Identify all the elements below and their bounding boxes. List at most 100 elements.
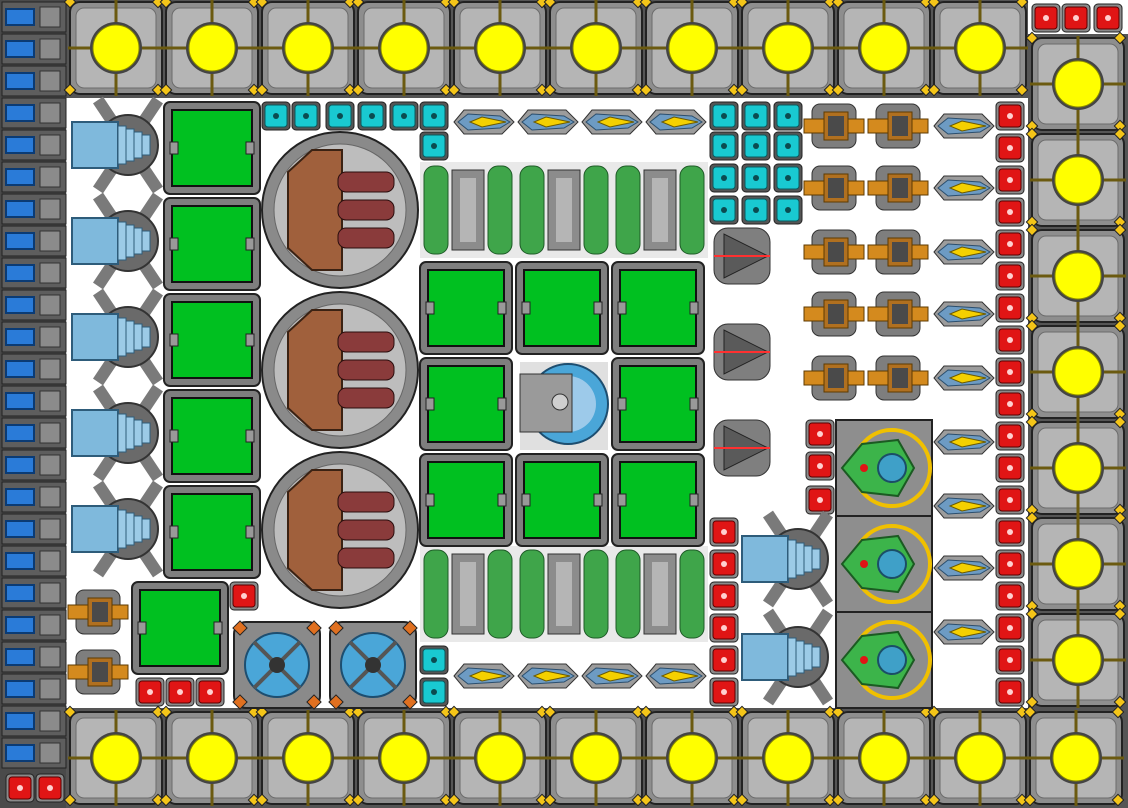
reactor-icon[interactable] xyxy=(159,705,261,807)
armor-icon[interactable] xyxy=(995,165,1025,195)
missile-icon[interactable] xyxy=(581,109,643,135)
gun-icon[interactable] xyxy=(71,480,163,578)
armor-icon[interactable] xyxy=(995,293,1025,323)
laser-icon[interactable] xyxy=(803,291,865,337)
gun-icon[interactable] xyxy=(71,288,163,386)
armor-icon[interactable] xyxy=(805,485,835,515)
armor-icon[interactable] xyxy=(1061,3,1091,33)
shield-icon[interactable] xyxy=(419,131,449,161)
armor-icon[interactable] xyxy=(995,645,1025,675)
armor-icon[interactable] xyxy=(805,451,835,481)
armor-icon[interactable] xyxy=(995,325,1025,355)
armor-icon[interactable] xyxy=(995,485,1025,515)
battery-icon[interactable] xyxy=(1,609,67,641)
armor-icon[interactable] xyxy=(35,773,65,803)
storage-icon[interactable] xyxy=(163,197,261,291)
missile-icon[interactable] xyxy=(645,663,707,689)
shield-icon[interactable] xyxy=(709,131,739,161)
reactor-icon[interactable] xyxy=(159,0,261,97)
armor-icon[interactable] xyxy=(995,453,1025,483)
reactor-icon[interactable] xyxy=(351,0,453,97)
shield-icon[interactable] xyxy=(741,195,771,225)
battery-icon[interactable] xyxy=(1,705,67,737)
shield-icon[interactable] xyxy=(773,101,803,131)
reactor-icon[interactable] xyxy=(1025,511,1127,613)
reactor-icon[interactable] xyxy=(1025,607,1127,709)
missile-icon[interactable] xyxy=(933,113,995,139)
shield-icon[interactable] xyxy=(773,163,803,193)
gun-icon[interactable] xyxy=(71,384,163,482)
thruster-icon[interactable] xyxy=(713,323,771,381)
armor-icon[interactable] xyxy=(995,101,1025,131)
missile-icon[interactable] xyxy=(933,493,995,519)
armor-icon[interactable] xyxy=(1031,3,1061,33)
battery-icon[interactable] xyxy=(1,417,67,449)
missile-icon[interactable] xyxy=(581,663,643,689)
reactor-icon[interactable] xyxy=(543,0,645,97)
battery-icon[interactable] xyxy=(1,129,67,161)
armor-icon[interactable] xyxy=(995,261,1025,291)
reactor-icon[interactable] xyxy=(1025,127,1127,229)
reactor-icon[interactable] xyxy=(735,0,837,97)
storage-icon[interactable] xyxy=(515,453,609,547)
reactor-icon[interactable] xyxy=(927,705,1029,807)
reactor-icon[interactable] xyxy=(1025,31,1127,133)
tank-icon[interactable] xyxy=(516,162,612,258)
battery-icon[interactable] xyxy=(1,193,67,225)
engine-icon[interactable] xyxy=(328,620,418,710)
armor-icon[interactable] xyxy=(165,677,195,707)
storage-icon[interactable] xyxy=(163,389,261,483)
cannon-turret-icon[interactable] xyxy=(261,291,419,449)
core-icon[interactable] xyxy=(519,362,609,450)
laser-icon[interactable] xyxy=(67,649,129,695)
reactor-icon[interactable] xyxy=(927,0,1029,97)
storage-icon[interactable] xyxy=(163,293,261,387)
engine-icon[interactable] xyxy=(232,620,322,710)
gun-icon[interactable] xyxy=(71,96,163,194)
missile-icon[interactable] xyxy=(933,365,995,391)
laser-icon[interactable] xyxy=(867,229,929,275)
battery-icon[interactable] xyxy=(1,577,67,609)
laser-icon[interactable] xyxy=(867,291,929,337)
battery-icon[interactable] xyxy=(1,321,67,353)
cannon-turret-icon[interactable] xyxy=(261,131,419,289)
gun-icon[interactable] xyxy=(741,608,833,706)
armor-icon[interactable] xyxy=(709,549,739,579)
armor-icon[interactable] xyxy=(995,613,1025,643)
storage-icon[interactable] xyxy=(419,357,513,451)
reactor-icon[interactable] xyxy=(735,705,837,807)
armor-icon[interactable] xyxy=(709,517,739,547)
storage-icon[interactable] xyxy=(611,261,705,355)
gun-icon[interactable] xyxy=(741,510,833,608)
reactor-icon[interactable] xyxy=(543,705,645,807)
armor-icon[interactable] xyxy=(995,133,1025,163)
shield-icon[interactable] xyxy=(741,101,771,131)
shield-icon[interactable] xyxy=(709,101,739,131)
thruster-icon[interactable] xyxy=(713,419,771,477)
armor-icon[interactable] xyxy=(995,389,1025,419)
drone-bay-icon[interactable] xyxy=(835,419,933,517)
reactor-icon[interactable] xyxy=(1023,705,1125,807)
armor-icon[interactable] xyxy=(995,581,1025,611)
reactor-icon[interactable] xyxy=(63,0,165,97)
reactor-icon[interactable] xyxy=(831,0,933,97)
tank-icon[interactable] xyxy=(612,162,708,258)
battery-icon[interactable] xyxy=(1,737,67,769)
shield-icon[interactable] xyxy=(291,101,321,131)
missile-icon[interactable] xyxy=(933,239,995,265)
gun-icon[interactable] xyxy=(71,192,163,290)
battery-icon[interactable] xyxy=(1,353,67,385)
armor-icon[interactable] xyxy=(995,197,1025,227)
shield-icon[interactable] xyxy=(357,101,387,131)
armor-icon[interactable] xyxy=(995,357,1025,387)
armor-icon[interactable] xyxy=(995,229,1025,259)
armor-icon[interactable] xyxy=(709,581,739,611)
thruster-icon[interactable] xyxy=(713,227,771,285)
battery-icon[interactable] xyxy=(1,65,67,97)
armor-icon[interactable] xyxy=(995,677,1025,707)
shield-icon[interactable] xyxy=(419,645,449,675)
reactor-icon[interactable] xyxy=(447,705,549,807)
battery-icon[interactable] xyxy=(1,225,67,257)
